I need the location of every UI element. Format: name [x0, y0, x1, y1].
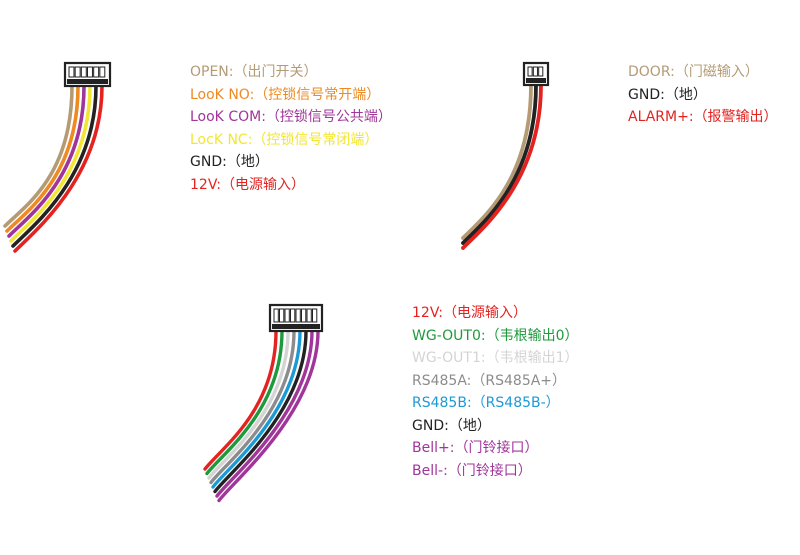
- connector-pin-icon: [279, 308, 285, 323]
- pin-description: （电源输入）: [442, 305, 527, 321]
- pin-description: （地）: [448, 417, 491, 434]
- pin-name: DOOR: [628, 64, 671, 80]
- pin-label-row: DOOR:（门磁输入）: [628, 64, 759, 80]
- connector-pin-icon: [74, 66, 81, 78]
- wire-harness-2: [461, 61, 550, 250]
- pin-description: （门铃接口）: [447, 462, 532, 479]
- pin-label-row: LocK NC:（控锁信号常闭端）: [190, 131, 379, 148]
- pin-description: （报警输出）: [693, 109, 778, 125]
- pin-name: WG-OUT1: [412, 350, 481, 366]
- connector-pin-icon: [99, 66, 106, 78]
- connector-pin-icon: [312, 308, 318, 323]
- pin-description: （RS485A+）: [471, 372, 567, 389]
- pin-label-row: RS485B:（RS485B-）: [412, 395, 560, 411]
- pin-label-row: 12V:（电源输入）: [190, 176, 305, 193]
- pin-description: （RS485B-）: [471, 395, 560, 411]
- pin-name: Bell+: [412, 440, 450, 456]
- pin-legend-connector-1: OPEN:（出门开关） LooK NO:（控锁信号常开端） LooK COM:（…: [190, 61, 392, 196]
- pin-label-row: LooK COM:（控锁信号公共端）: [190, 109, 392, 125]
- pin-description: （电源输入）: [220, 176, 305, 193]
- connector-pin-icon: [532, 66, 538, 77]
- pin-name: ALARM+: [628, 109, 689, 125]
- pin-name: 12V: [412, 305, 439, 321]
- connector-pin-icon: [527, 66, 533, 77]
- pin-label-row: GND:（地）: [190, 154, 269, 170]
- connector-pin-icon: [93, 66, 100, 78]
- wire: [205, 329, 284, 476]
- wire: [11, 84, 98, 248]
- pin-label-row: LooK NO:（控锁信号常开端）: [190, 86, 381, 103]
- pin-label-row: 12V:（电源输入）: [412, 305, 527, 321]
- wire: [211, 329, 302, 489]
- pin-description: （韦根输出1）: [485, 350, 579, 366]
- wire-harness-1: [3, 61, 112, 253]
- wire-harness-3: [203, 303, 324, 503]
- pin-description: （控锁信号公共端）: [265, 109, 392, 125]
- wire: [203, 329, 278, 471]
- pin-description: （韦根输出0）: [485, 327, 579, 344]
- wire: [461, 83, 533, 240]
- pin-name: WG-OUT0: [412, 327, 481, 344]
- connector-pin-icon: [80, 66, 87, 78]
- pin-name: GND: [412, 417, 445, 434]
- connector-pin-icon: [273, 308, 279, 323]
- pin-description: （地）: [226, 154, 269, 170]
- connector-pin-icon: [68, 66, 75, 78]
- wire: [217, 329, 320, 503]
- wire: [7, 84, 86, 238]
- pin-name: LooK NO: [190, 86, 250, 103]
- pin-legend-connector-3: 12V:（电源输入） WG-OUT0:（韦根输出0） WG-OUT1:（韦根输出…: [412, 302, 579, 482]
- pin-name: LocK NC: [190, 131, 248, 148]
- wire: [209, 329, 296, 485]
- pin-name: RS485B: [412, 395, 467, 411]
- connector-pin-icon: [295, 308, 301, 323]
- wire: [461, 83, 538, 245]
- pin-description: （控锁信号常闭端）: [252, 131, 379, 148]
- wire: [207, 329, 290, 480]
- pin-label-row: GND:（地）: [412, 417, 491, 434]
- connector-pin-icon: [290, 308, 296, 323]
- pin-label-row: Bell+:（门铃接口）: [412, 440, 539, 456]
- wire: [213, 329, 308, 494]
- wire: [13, 84, 104, 253]
- pin-description: （门磁输入）: [674, 64, 759, 80]
- connector-latch-icon: [526, 78, 546, 83]
- pin-label-row: WG-OUT0:（韦根输出0）: [412, 327, 579, 344]
- pin-label-row: GND:（地）: [628, 86, 707, 103]
- pin-description: （出门开关）: [233, 64, 318, 80]
- pin-label-row: WG-OUT1:（韦根输出1）: [412, 350, 579, 366]
- connector-pin-icon: [87, 66, 93, 78]
- connector-pin-icon: [284, 308, 290, 323]
- pin-name: LooK COM: [190, 109, 262, 125]
- wire: [9, 84, 92, 243]
- wire: [215, 329, 314, 498]
- pin-name: RS485A: [412, 372, 467, 389]
- pin-name: OPEN: [190, 64, 229, 80]
- connector-latch-icon: [67, 79, 108, 84]
- wire: [5, 84, 80, 233]
- pin-name: GND: [628, 86, 661, 103]
- pin-name: 12V: [190, 176, 217, 193]
- wire: [3, 84, 74, 228]
- pin-description: （控锁信号常开端）: [254, 86, 381, 103]
- pin-description: （地）: [664, 86, 707, 103]
- pin-name: Bell-: [412, 462, 444, 479]
- pin-description: （门铃接口）: [454, 440, 539, 456]
- connector-pin-icon: [301, 308, 307, 323]
- connector-pin-icon: [538, 66, 544, 77]
- pin-label-row: ALARM+:（报警输出）: [628, 109, 778, 125]
- pin-label-row: Bell-:（门铃接口）: [412, 462, 532, 479]
- pin-legend-connector-2: DOOR:（门磁输入） GND:（地） ALARM+:（报警输出）: [628, 61, 778, 129]
- pin-name: GND: [190, 154, 223, 170]
- connector-latch-icon: [272, 324, 320, 329]
- wire: [461, 83, 543, 250]
- connector-pin-icon: [306, 308, 312, 323]
- pin-label-row: RS485A:（RS485A+）: [412, 372, 567, 389]
- pin-label-row: OPEN:（出门开关）: [190, 64, 318, 80]
